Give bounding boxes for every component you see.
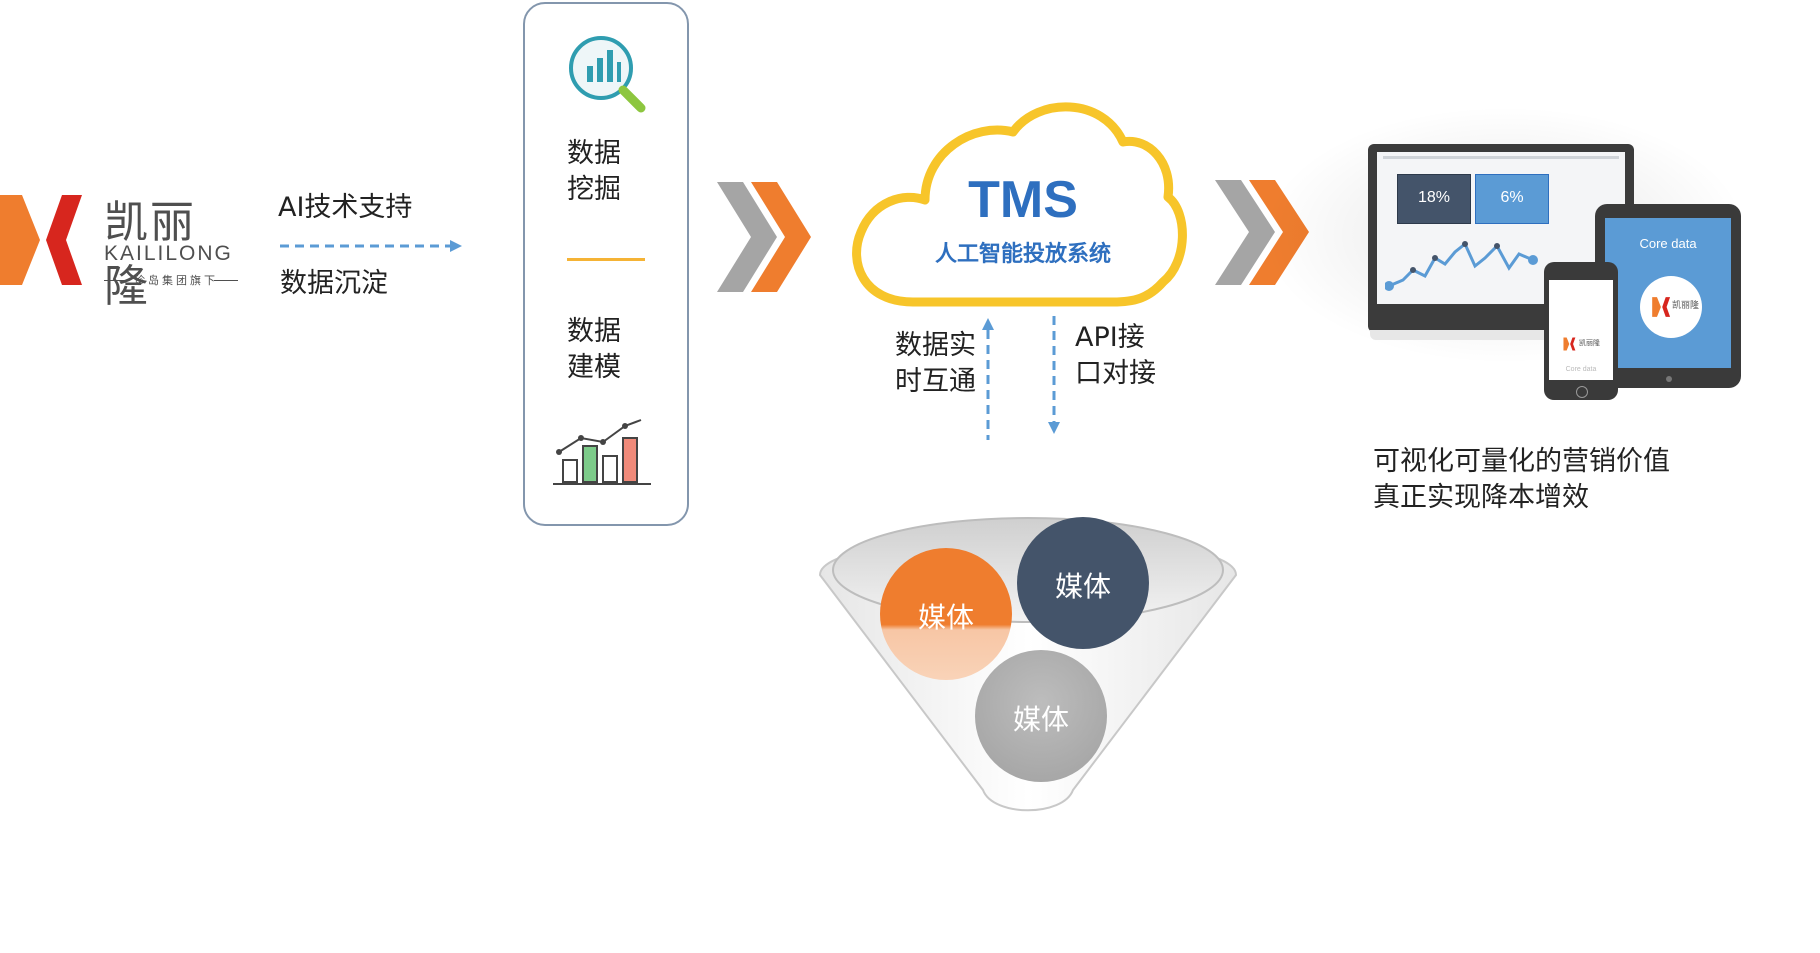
conclusion-line2: 真正实现降本增效: [1373, 482, 1589, 513]
stat-tile-1: 18%: [1397, 174, 1471, 224]
data-accumulation-label: 数据沉淀: [280, 268, 388, 299]
ai-support-label: AI技术支持: [278, 192, 413, 223]
dashed-arrow-right-icon: [280, 240, 462, 252]
logo-mark-icon: [0, 195, 82, 285]
mini-logo-icon: [1652, 297, 1671, 317]
data-mining-line2: 挖掘: [567, 174, 621, 205]
realtime-sync-line1: 数据实: [895, 330, 976, 361]
data-modeling-line1: 数据: [567, 316, 621, 347]
bar-line-chart-icon: [553, 419, 651, 485]
tablet-screen: Core data 凯丽隆: [1605, 218, 1731, 368]
logo-subtitle-row: 珍岛集团旗下: [104, 272, 238, 288]
api-interface-line2: 口对接: [1075, 358, 1156, 389]
phone-logo-text: 凯丽隆: [1579, 339, 1600, 347]
tablet-home-dot: [1666, 376, 1672, 382]
data-modeling-line2: 建模: [567, 352, 621, 383]
dashed-arrow-down-icon: [1048, 316, 1060, 434]
logo-rule-right: [214, 280, 238, 281]
conclusion-line1: 可视化可量化的营销价值: [1373, 446, 1670, 477]
media-label-navy: 媒体: [1054, 570, 1111, 603]
mini-logo-icon: [1563, 337, 1576, 351]
logo-rule-left: [104, 280, 128, 281]
tms-title: TMS: [968, 171, 1078, 229]
tablet-logo-text: 凯丽隆: [1672, 301, 1700, 311]
tablet-logo-badge: 凯丽隆: [1640, 276, 1702, 338]
panel-divider: [567, 258, 645, 261]
double-chevron-arrow-icon: [717, 182, 811, 292]
screen-header-bar: [1383, 156, 1619, 159]
double-chevron-arrow-icon: [1215, 180, 1309, 285]
realtime-sync-line2: 时互通: [895, 366, 976, 397]
company-logo: 凯丽隆 KAILILONG 珍岛集团旗下: [0, 180, 240, 312]
phone-home-button: [1576, 386, 1588, 398]
media-label-gray: 媒体: [1012, 703, 1069, 736]
phone-label: Core data: [1565, 366, 1597, 373]
trend-line-chart: [1385, 241, 1538, 291]
monitor-stand: [1370, 330, 1632, 340]
tablet-label: Core data: [1639, 236, 1697, 251]
dashed-arrow-up-icon: [982, 318, 994, 440]
phone-screen: 凯丽隆 Core data: [1549, 280, 1613, 380]
stat-tile-2: 6%: [1475, 174, 1549, 224]
media-label-orange: 媒体: [917, 601, 974, 634]
media-circle-gray: [975, 650, 1107, 782]
logo-name-cn: 凯丽隆: [104, 197, 196, 312]
logo-name-en: KAILILONG: [104, 242, 233, 265]
stat-tile-1-value: 18%: [1417, 189, 1451, 206]
data-mining-line1: 数据: [567, 138, 621, 169]
media-circle-navy: [1017, 517, 1149, 649]
api-interface-line1: API接: [1075, 322, 1145, 353]
logo-subtitle: 珍岛集团旗下: [134, 274, 218, 287]
tms-subtitle: 人工智能投放系统: [934, 242, 1111, 267]
analytics-panel: 数据 挖掘 数据 建模: [523, 2, 689, 526]
chart-magnifier-icon: [569, 36, 646, 113]
cloud-shape: [852, 102, 1187, 307]
stat-tile-2-value: 6%: [1500, 189, 1524, 206]
media-circle-orange: [880, 548, 1012, 680]
